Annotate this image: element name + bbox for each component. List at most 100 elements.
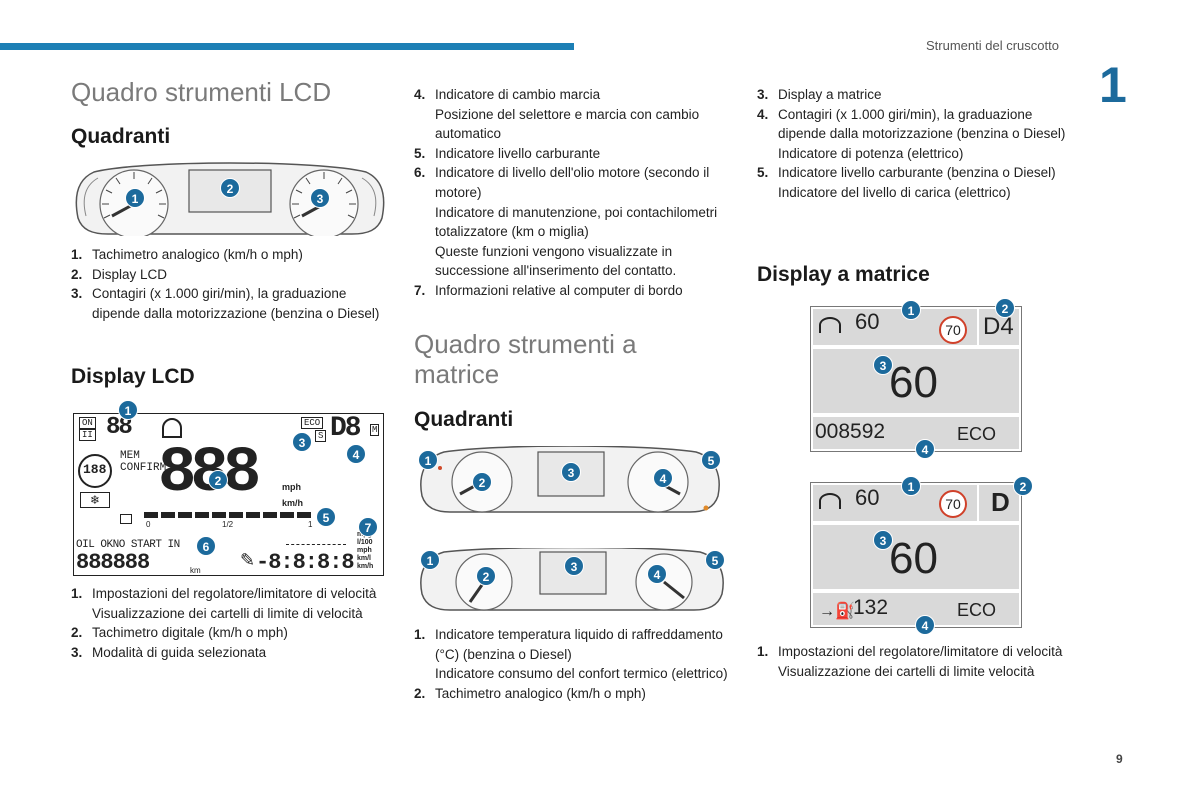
lcd-oil-line: OIL OKNO START IN (76, 539, 180, 551)
matrix2-set-speed: 60 (855, 485, 880, 510)
matrix2-speed: 60 (889, 534, 938, 583)
list-item: 1.Impostazioni del regolatore/limitatore… (757, 644, 1063, 679)
speed-limit-sign: 70 (939, 490, 967, 518)
lcd-mem-label: MEM (120, 450, 140, 462)
lcd-left-dial (78, 454, 112, 488)
callout-1: 1 (125, 188, 145, 208)
matrix2-range: 132 (853, 596, 889, 619)
list-item: 2.Display LCD (71, 266, 168, 282)
callout-5: 5 (701, 450, 721, 470)
list-item: 4.Contagiri (x 1.000 giri/min), la gradu… (757, 106, 1066, 161)
lcd-confirm-label: CONFIRM (120, 462, 167, 474)
matrix2-mode: ECO (957, 600, 997, 620)
callout-4: 4 (647, 564, 667, 584)
callout-3: 3 (310, 188, 330, 208)
col1-quadranti-list: 1.Tachimetro analogico (km/h o mph) 2.Di… (71, 245, 391, 323)
matrix1-set-speed: 60 (855, 309, 880, 334)
callout-4: 4 (653, 468, 673, 488)
callout-3: 3 (873, 355, 893, 375)
callout-2: 2 (208, 470, 228, 490)
list-item: 3.Modalità di guida selezionata (71, 644, 267, 660)
col1-display-list: 1.Impostazioni del regolatore/limitatore… (71, 584, 393, 662)
list-item: 6.Indicatore di livello dell'olio motore… (414, 165, 718, 279)
callout-2: 2 (220, 178, 240, 198)
callout-7: 7 (358, 517, 378, 537)
matrix-cluster-figure-2: 1 2 3 4 5 (418, 546, 726, 612)
col2-title: Quadro strumenti a matrice (414, 329, 637, 389)
matrix1-mode: ECO (957, 424, 997, 444)
matrix-cluster-figure-1: 1 2 3 4 5 (418, 445, 722, 514)
callout-4: 4 (915, 615, 935, 635)
callout-1: 1 (901, 300, 921, 320)
fuel-pump-icon (120, 514, 132, 524)
callout-1: 1 (901, 476, 921, 496)
callout-3: 3 (873, 530, 893, 550)
section-title: Strumenti del cruscotto (926, 38, 1059, 53)
matrix2-gear: D (991, 487, 1010, 517)
lcd-cons-units: mpg l/100 mph km/l km/h (357, 531, 374, 570)
lcd-mode-label: M (370, 424, 380, 436)
list-item: 1.Impostazioni del regolatore/limitatore… (71, 586, 377, 621)
lcd-left-dial-value: 188 (83, 462, 107, 477)
callout-3: 3 (564, 556, 584, 576)
list-item: 3.Contagiri (x 1.000 giri/min), la gradu… (71, 286, 380, 321)
callout-2: 2 (476, 566, 496, 586)
lcd-s-label: S (315, 430, 327, 442)
lcd-odo-unit: km (190, 566, 201, 575)
callout-1: 1 (418, 450, 438, 470)
callout-1: 1 (118, 400, 138, 420)
snowflake-icon: ❄ (80, 492, 110, 508)
gauge-mark-1: 1 (308, 520, 313, 529)
lcd-unit-kmh: km/h (282, 498, 304, 508)
cruise-control-icon (819, 493, 841, 509)
list-item: 1.Indicatore temperatura liquido di raff… (414, 627, 728, 682)
list-item: 2.Tachimetro digitale (km/h o mph) (71, 625, 288, 641)
col1-quadranti-heading: Quadranti (71, 125, 171, 148)
cruise-control-icon (819, 317, 841, 333)
car-range-icon (286, 532, 346, 545)
chapter-number: 1 (1099, 57, 1127, 113)
list-item: 3.Display a matrice (757, 87, 882, 102)
list-item: 2.Tachimetro analogico (km/h o mph) (414, 685, 646, 701)
lcd-digital-speed: 888 (158, 438, 261, 510)
lcd-cluster-figure: 1 2 3 (72, 158, 388, 239)
list-item: 1.Tachimetro analogico (km/h o mph) (71, 247, 303, 262)
lcd-odometer: 888888 (76, 550, 150, 575)
lcd-display-figure: ON II 88 ECO S D8 M 188 ❄ MEM CONFIRM 88… (73, 400, 384, 576)
header-accent-bar (0, 43, 574, 50)
lcd-eco-label: ECO (301, 417, 324, 429)
callout-4: 4 (915, 439, 935, 459)
callout-3: 3 (561, 462, 581, 482)
col3-matrix-heading: Display a matrice (757, 263, 930, 286)
col2-bottom-list: 1.Indicatore temperatura liquido di raff… (414, 625, 732, 703)
callout-4: 4 (346, 444, 366, 464)
callout-5: 5 (705, 550, 725, 570)
gauge-mark-half: 1/2 (222, 520, 234, 529)
lcd-unit-mph: mph (282, 482, 301, 492)
list-item: 5.Indicatore livello carburante (414, 145, 601, 161)
callout-3: 3 (292, 432, 312, 452)
matrix-display-2: 60 70 D 60 →⛽ 132 ECO 1 2 3 4 (810, 476, 1033, 635)
matrix1-odometer: 008592 (815, 420, 886, 443)
col3-top-list: 3.Display a matrice 4.Contagiri (x 1.000… (757, 85, 1067, 203)
col3-bottom-list: 1.Impostazioni del regolatore/limitatore… (757, 642, 1067, 681)
callout-6: 6 (196, 536, 216, 556)
callout-2: 2 (995, 298, 1015, 318)
callout-2: 2 (472, 472, 492, 492)
page-number: 9 (1116, 752, 1123, 766)
callout-2: 2 (1013, 476, 1033, 496)
col1-title: Quadro strumenti LCD (71, 77, 332, 107)
speed-limit-sign: 70 (939, 316, 967, 344)
list-item: 5.Indicatore livello carburante (benzina… (757, 165, 1056, 200)
col1-display-heading: Display LCD (71, 365, 195, 388)
fuel-pump-icon: →⛽ (819, 603, 855, 620)
callout-5: 5 (316, 507, 336, 527)
lcd-gear: D8 (330, 413, 362, 444)
wrench-icon: ✎ (240, 550, 256, 570)
speed-gauge-icon (162, 418, 182, 438)
lcd-on-label: ON (79, 417, 96, 429)
gauge-mark-0: 0 (146, 520, 151, 529)
lcd-trip: -8:8:8:8 (256, 550, 355, 575)
